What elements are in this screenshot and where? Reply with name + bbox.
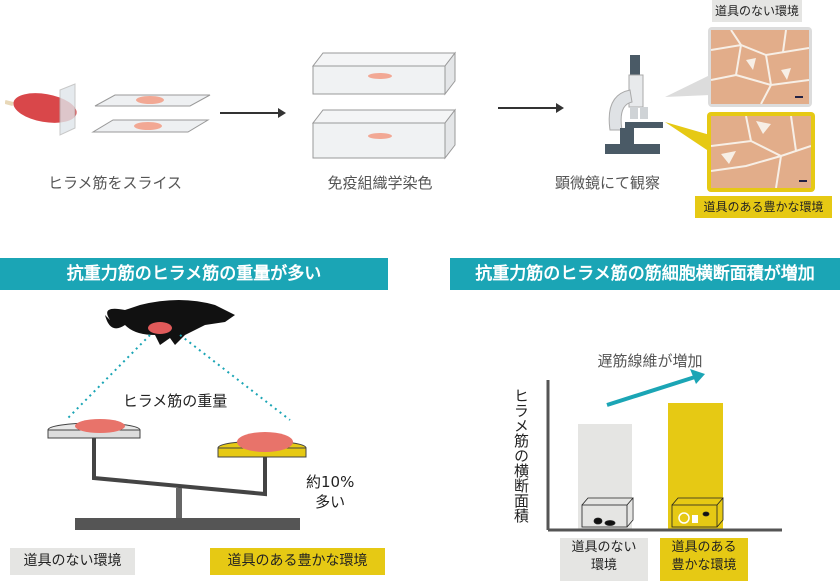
- micrograph-enriched: [707, 112, 815, 192]
- scale-illustration: [47, 300, 307, 530]
- bar-label-enriched-line1: 道具のある: [671, 540, 737, 555]
- bar-standard: [578, 424, 632, 530]
- step-label-slice: ヒラメ筋をスライス: [47, 174, 183, 192]
- micrograph-label-enriched: 道具のある豊かな環境: [695, 196, 832, 218]
- increase-text: 多い: [315, 493, 346, 512]
- micrograph-standard: [708, 27, 812, 107]
- cage-standard-icon: [581, 497, 634, 528]
- weight-label: ヒラメ筋の重量: [122, 392, 228, 410]
- step-label-staining: 免疫組織学染色: [327, 174, 433, 192]
- label-standard-environment: 道具のない環境: [10, 548, 135, 575]
- increase-annotation: 約10% 多い: [306, 472, 354, 513]
- micrograph-label-standard: 道具のない環境: [712, 0, 802, 22]
- label-enriched-environment: 道具のある豊かな環境: [210, 548, 385, 575]
- bar-label-standard-line2: 環境: [590, 557, 617, 573]
- arrow-right-icon: [498, 103, 564, 113]
- trend-arrow-icon: [606, 375, 696, 407]
- increase-percent: 約10%: [306, 473, 355, 491]
- rat-icon: [105, 300, 235, 345]
- microscope-icon: [605, 55, 663, 154]
- left-panel-banner: 抗重力筋のヒラメ筋の重量が多い: [0, 258, 388, 290]
- staining-container-illustration: [311, 51, 457, 160]
- step-label-microscope: 顕微鏡にて観察: [554, 174, 660, 192]
- bar-label-enriched: 道具のある 豊かな環境: [660, 538, 748, 581]
- right-panel-banner: 抗重力筋のヒラメ筋の筋細胞横断面積が増加: [450, 258, 840, 290]
- bar-label-enriched-line2: 豊かな環境: [671, 557, 737, 573]
- y-axis-label: ヒラメ筋の横断面積: [512, 387, 530, 523]
- cage-enriched-icon: [671, 497, 724, 528]
- muscle-slice-illustration: [5, 83, 211, 136]
- bar-chart: [546, 369, 782, 532]
- bar-label-standard: 道具のない 環境: [560, 538, 648, 581]
- arrow-right-icon: [220, 108, 286, 118]
- bar-enriched: [668, 403, 723, 530]
- bar-label-standard-line1: 道具のない: [571, 540, 637, 555]
- trend-label: 遅筋線維が増加: [597, 352, 703, 370]
- callout-pointers: [665, 75, 710, 152]
